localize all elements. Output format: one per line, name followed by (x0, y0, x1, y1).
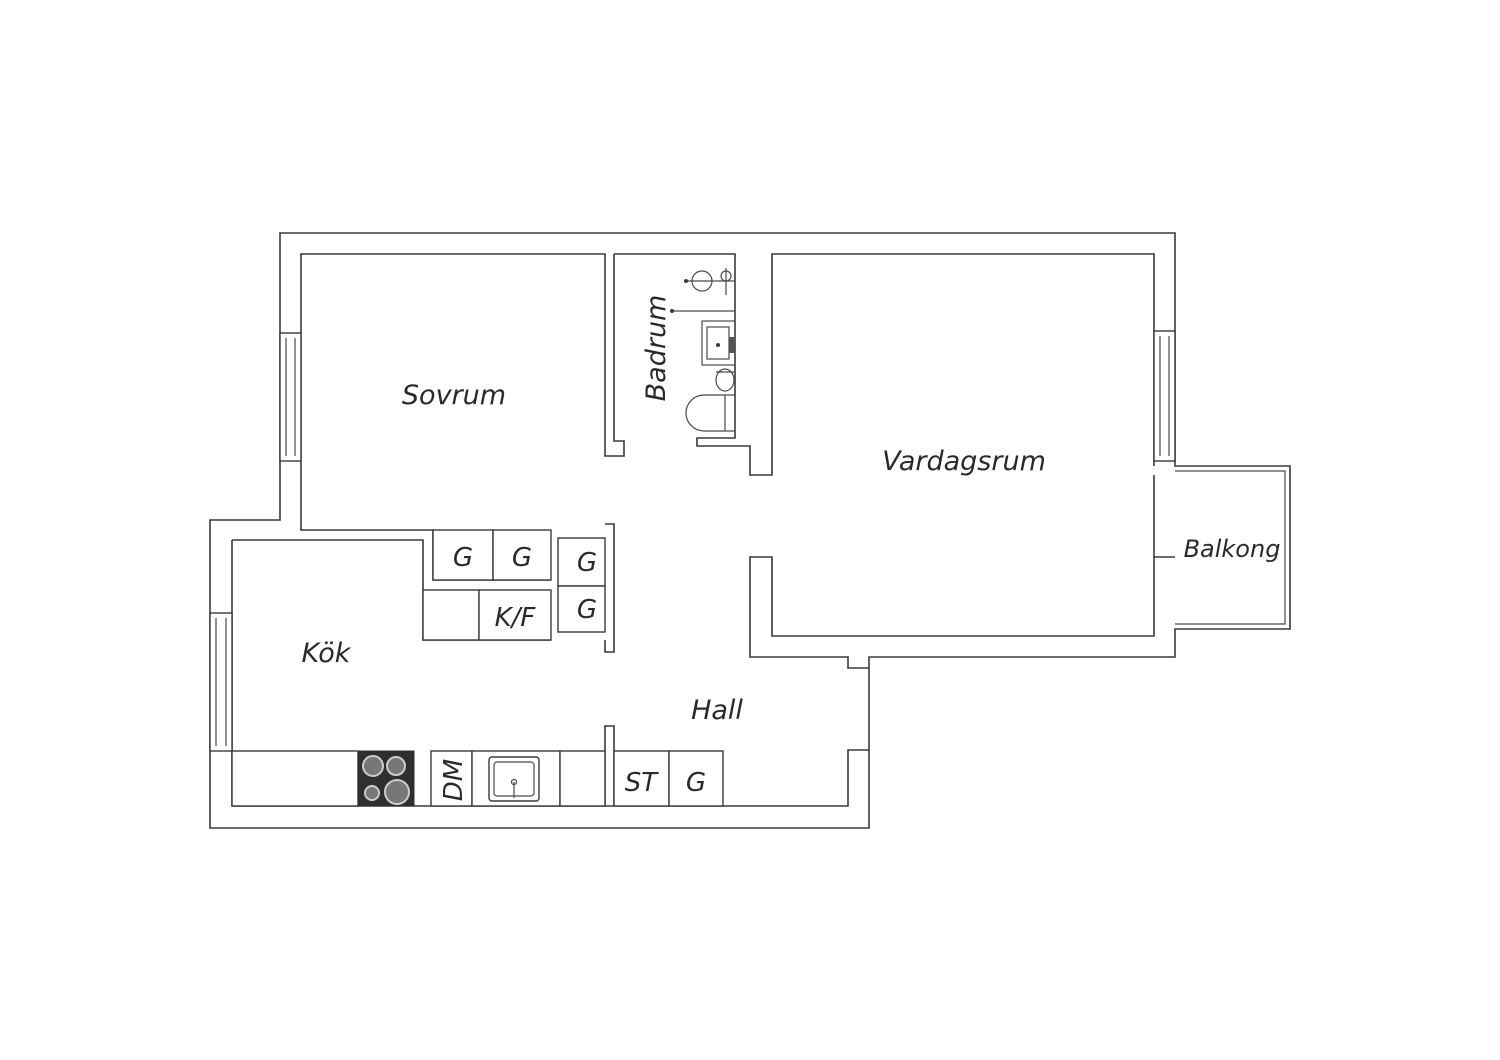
hall-stub-top (604, 523, 615, 653)
livingroom-lower-wall (749, 556, 1155, 669)
window-bedroom (279, 332, 302, 462)
balcony-railing (1175, 470, 1286, 625)
wardrobe-row (422, 529, 606, 641)
hall-label: Hall (691, 695, 743, 726)
outer-wall (209, 232, 1291, 829)
toilet-icon (685, 394, 736, 432)
cleaning-closet-label: ST (625, 768, 660, 798)
bathroom-wall (614, 253, 1155, 476)
livingroom-label: Vardagsrum (882, 446, 1046, 477)
kitchen-counter (231, 750, 606, 807)
hall-stub-bottom (604, 725, 615, 806)
stove-icon (362, 755, 410, 805)
wardrobe-label-4: G (577, 595, 597, 625)
shower-icon (670, 262, 736, 313)
balcony-label: Balkong (1184, 535, 1281, 563)
washing-icon (715, 368, 735, 392)
fridge-freezer-label: K/F (495, 603, 537, 633)
hall-cabinets (613, 750, 724, 807)
livingroom-wall (1153, 475, 1175, 558)
bedroom-label: Sovrum (402, 380, 506, 411)
bathroom-label: Badrum (641, 295, 672, 402)
wardrobe-label-1: G (453, 543, 473, 573)
window-kitchen (209, 612, 233, 752)
bathroom-sink-icon (701, 320, 736, 366)
dishwasher-label: DM (439, 759, 469, 801)
wardrobe-label-3: G (577, 548, 597, 578)
wardrobe-label-2: G (512, 543, 532, 573)
kitchen-label: Kök (302, 638, 352, 669)
sink-icon (488, 756, 540, 802)
window-livingroom (1153, 330, 1176, 462)
hall-wardrobe-label: G (686, 768, 706, 798)
bedroom-door-stub (604, 254, 625, 457)
